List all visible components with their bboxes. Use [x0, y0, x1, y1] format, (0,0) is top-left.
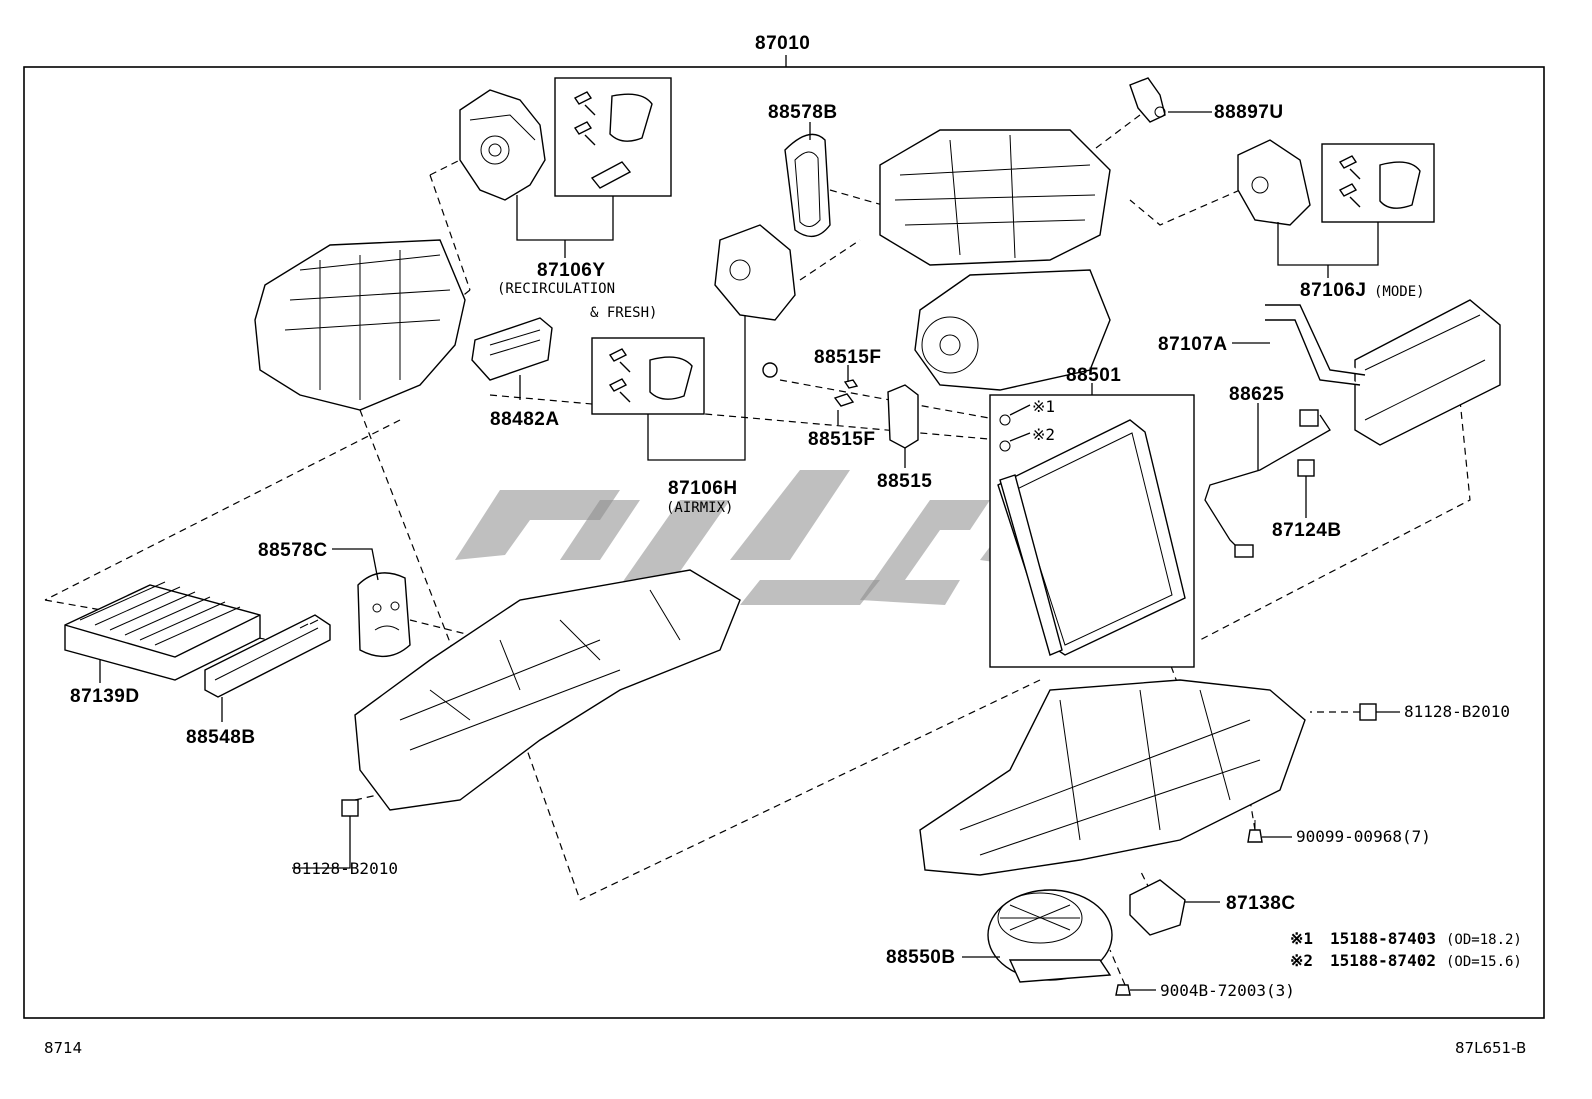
label-87138C: 87138C: [1226, 893, 1296, 914]
filter-cover-88548B[interactable]: [204, 614, 331, 698]
screws-87106J: [1338, 155, 1421, 209]
hardware-box-87106J: [1321, 143, 1435, 223]
heater-core-87107A[interactable]: [1265, 299, 1501, 446]
label-88897U: 88897U: [1214, 102, 1284, 123]
note-partno-2: 15188-87402: [1330, 951, 1436, 970]
clip-81128-right[interactable]: [1359, 703, 1377, 721]
marker-2: ※2: [1032, 425, 1055, 444]
actuator-87106Y[interactable]: [459, 89, 546, 201]
label-88578B: 88578B: [768, 102, 838, 123]
note-mark-1: ※1: [1290, 929, 1313, 948]
label-81128-left: 81128-B2010: [292, 859, 398, 878]
label-87106H: 87106H: [668, 478, 738, 499]
label-88625: 88625: [1229, 384, 1284, 405]
actuator-87106J[interactable]: [1237, 139, 1311, 226]
sensor-88897U[interactable]: [1129, 77, 1166, 123]
label-88548B: 88548B: [186, 727, 256, 748]
thermistor-88625[interactable]: [1204, 409, 1331, 558]
cabin-filter-87139D[interactable]: [64, 581, 261, 681]
label-88482A: 88482A: [490, 409, 560, 430]
label-88515: 88515: [877, 471, 932, 492]
blower-motor-88550B[interactable]: [987, 889, 1113, 983]
label-88578C: 88578C: [258, 540, 328, 561]
label-87124B: 87124B: [1272, 520, 1342, 541]
label-87107A: 87107A: [1158, 334, 1228, 355]
amplifier-87138C[interactable]: [1129, 879, 1186, 936]
blower-case-center: [914, 269, 1111, 391]
label-9004B: 9004B-72003(3): [1160, 981, 1295, 1000]
housing-lower-right: [919, 679, 1306, 876]
seal-88578C[interactable]: [357, 572, 411, 658]
marker-1: ※1: [1032, 397, 1055, 416]
actuator-87106H[interactable]: [714, 224, 796, 321]
screw-9004B[interactable]: [1115, 984, 1131, 996]
oring-markers: [999, 404, 1031, 452]
label-88515F-lower: 88515F: [808, 429, 875, 450]
clip-81128-left[interactable]: [341, 799, 359, 817]
valve-88515[interactable]: [887, 384, 919, 449]
screw-90099[interactable]: [1247, 820, 1263, 843]
note-87106H: (AIRMIX): [666, 500, 733, 516]
clip-87124B[interactable]: [1297, 459, 1315, 477]
housing-center-upper: [879, 129, 1111, 266]
housing-left-upper: [254, 239, 466, 411]
evaporator-88501[interactable]: [997, 419, 1186, 656]
housing-lower-left: [354, 569, 741, 811]
note-87106Y-1: (RECIRCULATION: [497, 281, 615, 297]
label-88550B: 88550B: [886, 947, 956, 968]
seal-88578B[interactable]: [784, 133, 831, 238]
label-87106Y: 87106Y: [537, 260, 606, 281]
screws-87106Y: [573, 91, 653, 189]
label-90099: 90099-00968(7): [1296, 827, 1431, 846]
label-87106J: 87106J: [1300, 280, 1366, 301]
note-partno-1: 15188-87403: [1330, 929, 1436, 948]
assembly-frame: [23, 66, 1545, 1019]
note-spec-2: (OD=15.6): [1446, 954, 1522, 970]
note-87106Y-2: & FRESH): [590, 305, 657, 321]
label-87010: 87010: [755, 33, 810, 54]
label-81128-right: 81128-B2010: [1404, 702, 1510, 721]
note-mark-2: ※2: [1290, 951, 1313, 970]
resistor-88482A[interactable]: [471, 317, 553, 381]
screws-87106H: [608, 348, 693, 403]
footer-right-code: 87L651-B: [1455, 1039, 1526, 1057]
label-87139D: 87139D: [70, 686, 140, 707]
label-88515F-upper: 88515F: [814, 347, 881, 368]
label-88501: 88501: [1066, 365, 1121, 386]
note-spec-1: (OD=18.2): [1446, 932, 1522, 948]
note-87106J: (MODE): [1374, 284, 1425, 300]
oring-88515F[interactable]: [762, 362, 859, 407]
footer-left-code: 8714: [44, 1039, 82, 1057]
